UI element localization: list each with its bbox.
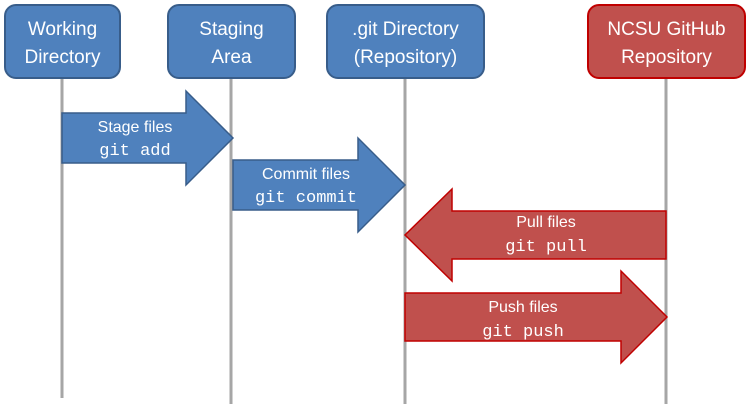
actor-label-line1: Staging — [199, 19, 263, 40]
actor-git-directory: .git Directory (Repository) — [326, 4, 485, 79]
arrow-shape-right — [232, 136, 407, 234]
actor-label-line1: NCSU GitHub — [607, 19, 725, 40]
actor-label-line1: Working — [28, 19, 97, 40]
actor-working-directory: Working Directory — [4, 4, 121, 79]
actor-box — [326, 4, 485, 79]
actor-label-line2: Directory — [24, 47, 101, 68]
arrow-shape-right — [61, 89, 235, 187]
arrow-command: git add — [99, 142, 170, 161]
arrow-commit-files: Commit files git commit — [232, 136, 407, 234]
arrow-label: Push files — [488, 299, 557, 316]
arrow-shape-left — [403, 187, 667, 283]
actor-box — [4, 4, 121, 79]
arrow-push-files: Push files git push — [404, 269, 669, 365]
arrow-label: Commit files — [262, 166, 350, 183]
actor-label-line2: (Repository) — [354, 47, 457, 68]
arrow-command: git commit — [255, 189, 357, 208]
actor-label-line2: Repository — [621, 47, 712, 68]
arrow-command: git pull — [505, 238, 587, 257]
arrow-command: git push — [482, 323, 564, 342]
arrow-label: Pull files — [516, 214, 576, 231]
actor-github-repository: NCSU GitHub Repository — [587, 4, 746, 79]
arrow-shape-right — [404, 269, 669, 365]
arrow-stage-files: Stage files git add — [61, 89, 235, 187]
arrow-label: Stage files — [98, 119, 173, 136]
actor-staging-area: Staging Area — [167, 4, 296, 79]
actor-label-line1: .git Directory — [352, 19, 459, 40]
actor-box — [587, 4, 746, 79]
actor-label-line2: Area — [211, 47, 252, 68]
actor-box — [167, 4, 296, 79]
arrow-pull-files: Pull files git pull — [403, 187, 667, 283]
